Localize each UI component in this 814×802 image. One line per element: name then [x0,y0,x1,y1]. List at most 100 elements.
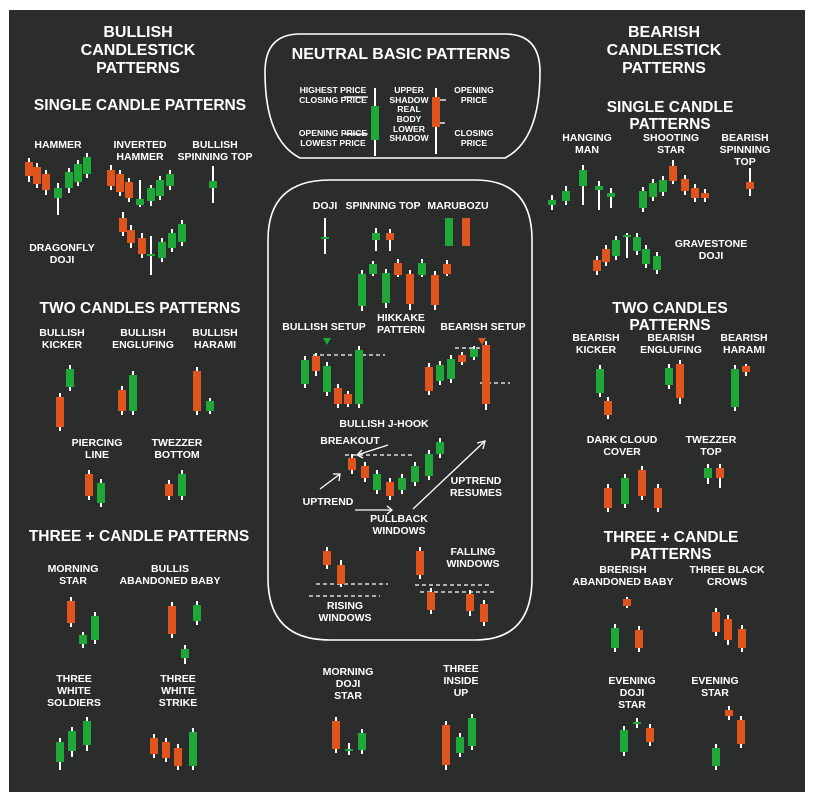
candle-38 [56,738,64,770]
candle-31 [178,470,186,500]
candle-body [646,728,654,742]
candle-body [85,474,93,496]
label-bullish-engulfing: BULLISH ENGLUFING [112,327,174,351]
label-hikkake-pattern: HIKKAKE PATTERN [376,312,426,336]
label-bullish-setup: BULLISH SETUP [282,321,366,333]
candle-body [623,235,631,237]
candle-3 [54,183,62,215]
candle-132 [646,724,654,746]
candle-76 [398,474,406,494]
candle-body [116,174,124,192]
candle-75 [386,478,394,500]
candle-body [323,551,331,565]
label-brerish-abandoned-baby: BRERISH ABANDONED BABY [572,564,674,588]
candle-body [162,742,170,758]
candle-106 [602,245,610,266]
candle-wick [610,188,612,208]
candle-84 [466,590,474,616]
candle-128 [724,615,732,645]
candle-wick [139,180,141,207]
candle-34 [91,612,99,644]
candle-body [147,188,155,201]
candle-body [712,612,720,632]
candle-33 [79,632,87,648]
label-falling-windows: FALLING WINDOWS [446,546,500,570]
candle-102 [691,184,699,202]
label-dark-cloud-cover: DARK CLOUD COVER [586,434,658,458]
candle-body [67,601,75,623]
candle-body [156,180,164,196]
candle-body [178,474,186,496]
candle-body [611,628,619,648]
candle-body [425,454,433,476]
candle-45 [371,88,379,156]
candle-body [79,635,87,644]
candle-54 [382,269,390,308]
candle-120 [638,466,646,500]
candle-53 [369,261,377,276]
candle-24 [118,386,126,415]
candle-body [334,388,342,404]
candle-44 [189,728,197,770]
candle-wick [324,218,326,254]
candle-86 [332,717,340,753]
candle-body [738,629,746,648]
candle-32 [67,597,75,627]
candle-body [621,478,629,504]
candle-body [42,174,50,190]
candle-125 [623,597,631,608]
candle-97 [639,187,647,212]
candle-118 [604,484,612,512]
candle-49 [386,229,394,251]
candle-body [25,162,33,176]
label-dragonfly-doji: DRAGONFLY DOJI [29,242,95,266]
label-bearish-spinning-top: BEARISH SPINNING TOP [719,132,771,168]
candle-74 [373,470,381,494]
candle-103 [701,189,709,202]
neutral-title: NEUTRAL BASIC PATTERNS [291,46,511,63]
candle-body [742,366,750,372]
candle-body [436,442,444,454]
candle-body [612,240,620,256]
candle-99 [659,176,667,196]
candle-123 [716,464,724,488]
label-evening-star: EVENING STAR [691,675,739,699]
candle-body [189,732,197,766]
candle-body [462,218,470,246]
candle-wick [389,229,391,251]
candle-body [65,172,73,188]
candle-body [725,710,733,716]
candle-100 [669,160,677,184]
candle-73 [361,462,369,482]
candle-body [737,720,745,744]
candle-56 [406,270,414,310]
candle-body [358,733,366,750]
label-uptrend: UPTREND [302,496,354,508]
candle-71 [482,341,490,410]
candle-body [416,551,424,575]
candle-body [97,483,105,503]
bullish-three-heading: THREE + CANDLE PATTERNS [28,528,250,545]
candle-51 [462,218,470,246]
candle-133 [712,744,720,770]
candle-body [482,345,490,404]
candle-body [66,369,74,387]
candle-129 [738,625,746,652]
candle-107 [612,236,620,260]
candle-body [620,730,628,752]
candle-body [425,367,433,391]
candle-body [68,731,76,751]
candle-108 [623,233,631,258]
candle-body [468,718,476,746]
candle-body [406,274,414,304]
candle-body [659,180,667,192]
candle-42 [162,738,170,762]
bearish-two-heading: TWO CANDLES PATTERNS [612,300,728,335]
candle-body [642,249,650,264]
candle-body [394,263,402,275]
label-opening-price: OPENING PRICE [454,85,494,105]
candle-13 [166,170,174,190]
candle-62 [323,362,331,396]
candle-body [56,397,64,427]
label-bullish-kicker: BULLISH KICKER [39,327,85,351]
